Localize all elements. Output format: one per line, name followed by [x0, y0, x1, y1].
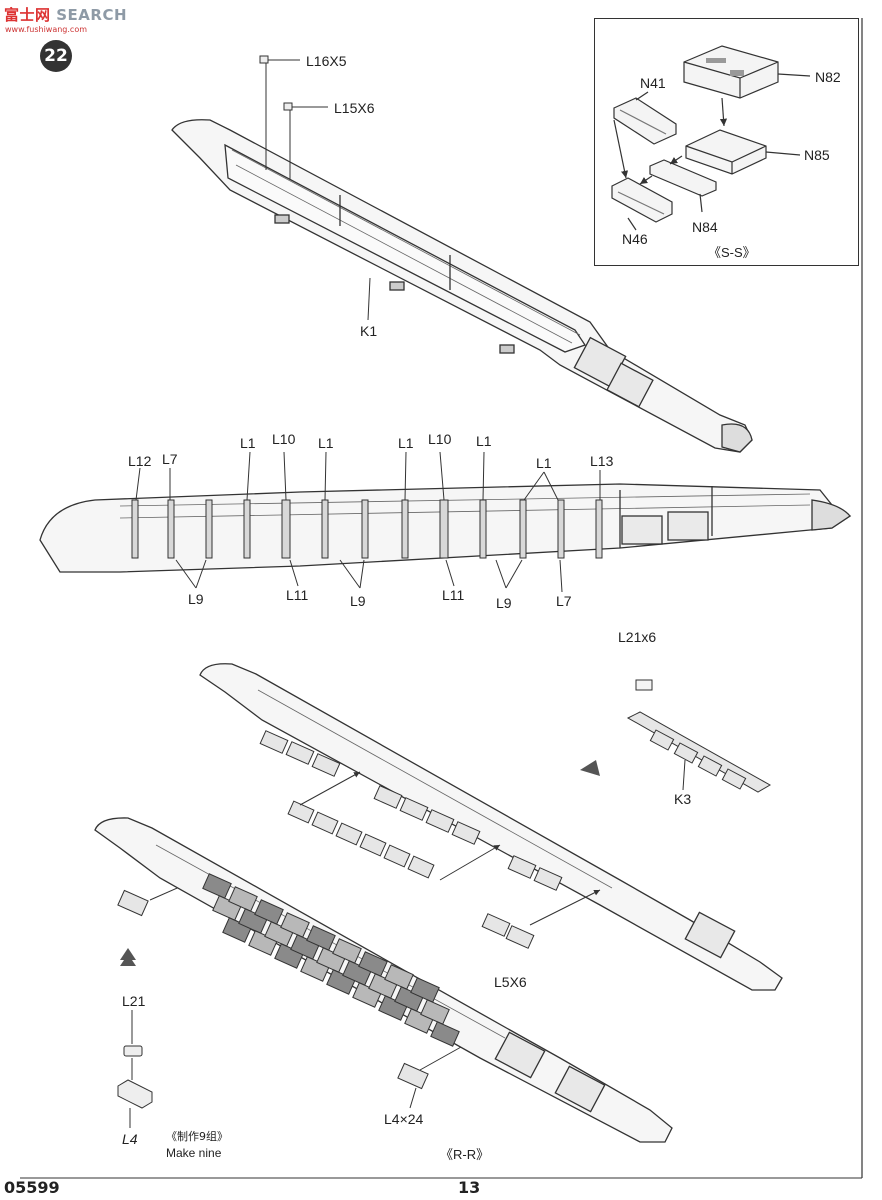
- side-view-uprights: [131, 499, 603, 559]
- label-l9-c: L9: [496, 595, 512, 611]
- label-l1-a: L1: [240, 435, 256, 451]
- label-l4x24: L4×24: [384, 1111, 424, 1127]
- part-l4-loose: [117, 889, 429, 1090]
- label-l10-a: L10: [272, 431, 296, 447]
- label-l7-top: L7: [162, 451, 178, 467]
- label-n84: N84: [692, 219, 718, 235]
- label-l1-c: L1: [398, 435, 414, 451]
- cradle-block: [254, 899, 284, 925]
- part-n84: [649, 159, 717, 197]
- label-l1-d: L1: [476, 433, 492, 449]
- label-l21: L21: [122, 993, 146, 1009]
- racks-upper: [259, 730, 563, 891]
- inset-s-s-frame: [594, 18, 859, 266]
- cradle-block: [430, 1021, 460, 1047]
- product-code: 05599: [4, 1178, 60, 1197]
- watermark: 富士网 SEARCH: [4, 4, 127, 25]
- racks-lower: [202, 873, 460, 1047]
- label-l5x6: L5X6: [494, 974, 527, 990]
- label-l9-a: L9: [188, 591, 204, 607]
- note-make-nine-en: Make nine: [166, 1146, 222, 1160]
- label-n41: N41: [640, 75, 666, 91]
- lower-arrows: [149, 771, 601, 1071]
- label-n85: N85: [804, 147, 830, 163]
- label-l12: L12: [128, 453, 152, 469]
- cradle-block: [384, 964, 414, 990]
- cradle-block: [306, 925, 336, 951]
- watermark-url: www.fushiwang.com: [5, 25, 88, 34]
- cradle-block: [410, 977, 440, 1003]
- part-n85: [685, 129, 767, 175]
- inset-parts-drawing: [611, 45, 811, 231]
- page-number: 13: [458, 1178, 481, 1197]
- watermark-brand: 富士网: [4, 6, 51, 24]
- label-l1-e: L1: [536, 455, 552, 471]
- hull-lower-upper: [199, 663, 783, 991]
- view-direction-marks: [120, 760, 600, 966]
- label-l15x6: L15X6: [334, 100, 375, 116]
- k1-leaders: [259, 55, 371, 321]
- parts-l21-l4: [117, 1010, 417, 1128]
- cradle-block: [358, 951, 388, 977]
- label-l10-b: L10: [428, 431, 452, 447]
- hull-k1-top: [171, 119, 753, 453]
- label-l11-b: L11: [442, 587, 465, 603]
- label-k1: K1: [360, 323, 378, 339]
- label-l21x6: L21x6: [618, 629, 657, 645]
- side-view-leaders: [135, 451, 601, 593]
- cradle-block: [420, 999, 450, 1025]
- note-make-nine-cn: 《制作9组》: [166, 1130, 228, 1143]
- label-l16x5: L16X5: [306, 53, 347, 69]
- cradle-block: [280, 912, 310, 938]
- part-k3: [626, 679, 772, 793]
- cradle-row-loose: [287, 800, 435, 879]
- cradle-block: [202, 873, 232, 899]
- watermark-search: SEARCH: [56, 6, 128, 24]
- label-k3: K3: [674, 791, 692, 807]
- step-number-badge: 22: [40, 40, 72, 72]
- cradle-block: [332, 938, 362, 964]
- part-n41: [613, 97, 677, 145]
- label-l1-b: L1: [318, 435, 334, 451]
- part-l5x6: [481, 913, 535, 949]
- inset-caption: 《S-S》: [708, 245, 756, 260]
- label-l13: L13: [590, 453, 614, 469]
- label-n82: N82: [815, 69, 841, 85]
- label-l9-b: L9: [350, 593, 366, 609]
- label-l7-bottom: L7: [556, 593, 572, 609]
- label-l4: L4: [122, 1131, 138, 1147]
- label-n46: N46: [622, 231, 648, 247]
- cradle-block: [228, 886, 258, 912]
- view-caption-r-r: 《R-R》: [440, 1147, 490, 1162]
- label-l11-a: L11: [286, 587, 309, 603]
